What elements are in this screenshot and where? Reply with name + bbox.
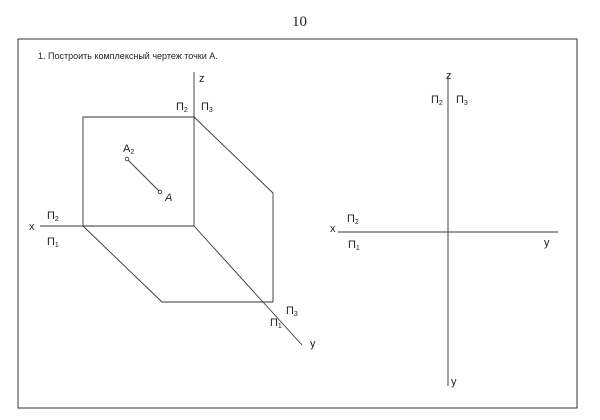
plane-pi1 xyxy=(82,225,273,303)
label-text: П xyxy=(348,239,356,251)
plane-pi2 xyxy=(82,116,194,226)
axonometric-view: z П2 П3 A2 A x П2 П1 П3 П1 y xyxy=(29,72,316,350)
plane-label: П1 xyxy=(348,239,360,252)
label-text: П xyxy=(47,236,55,248)
plane-pi3 xyxy=(193,116,274,302)
label-y-bottom: y xyxy=(451,376,457,388)
label-text: 2 xyxy=(439,100,443,107)
plane-label: П2 xyxy=(176,101,188,114)
point-a2 xyxy=(124,156,130,162)
point-a xyxy=(157,189,163,195)
plane-label: П1 xyxy=(47,236,59,249)
plane-label: П2 xyxy=(47,210,59,223)
label-text: 1 xyxy=(278,323,282,330)
label-text: 1 xyxy=(356,245,360,252)
label-y-right: y xyxy=(544,237,550,249)
label-text: П xyxy=(201,101,209,113)
label-text: 1 xyxy=(55,242,59,249)
label-text: П xyxy=(47,210,55,222)
label-text: A xyxy=(123,143,131,155)
complex-drawing: z П2 П3 x П2 П1 y y xyxy=(330,70,558,388)
page-frame xyxy=(17,38,578,409)
label-text: П xyxy=(176,101,184,113)
label-text: 2 xyxy=(130,149,134,156)
label-text: 2 xyxy=(55,216,59,223)
label-text: П xyxy=(431,94,439,106)
task-title: 1. Построить комплексный чертеж точки А. xyxy=(38,51,218,61)
label-text: 3 xyxy=(294,311,298,318)
label-text: 3 xyxy=(209,107,213,114)
label-text: 2 xyxy=(184,107,188,114)
label-z: z xyxy=(199,73,205,85)
label-z: z xyxy=(446,70,452,82)
projection-line-a xyxy=(126,158,161,193)
label-text: П xyxy=(286,305,294,317)
plane-label: A2 xyxy=(123,143,134,156)
label-text: 3 xyxy=(464,100,468,107)
plane-label: П3 xyxy=(286,305,298,318)
label-a: A xyxy=(164,192,172,204)
plane-label: П3 xyxy=(201,101,213,114)
label-text: П xyxy=(456,94,464,106)
label-y: y xyxy=(310,338,316,350)
plane-label: П3 xyxy=(456,94,468,107)
label-x: x xyxy=(29,221,35,233)
plane-label: П2 xyxy=(431,94,443,107)
page-number: 10 xyxy=(292,14,307,30)
y-axis xyxy=(193,225,303,346)
label-text: П xyxy=(347,213,355,225)
label-text: П xyxy=(270,317,278,329)
plane-label: П1 xyxy=(270,317,282,330)
label-x: x xyxy=(330,223,336,235)
label-text: 2 xyxy=(355,219,359,226)
plane-label: П2 xyxy=(347,213,359,226)
